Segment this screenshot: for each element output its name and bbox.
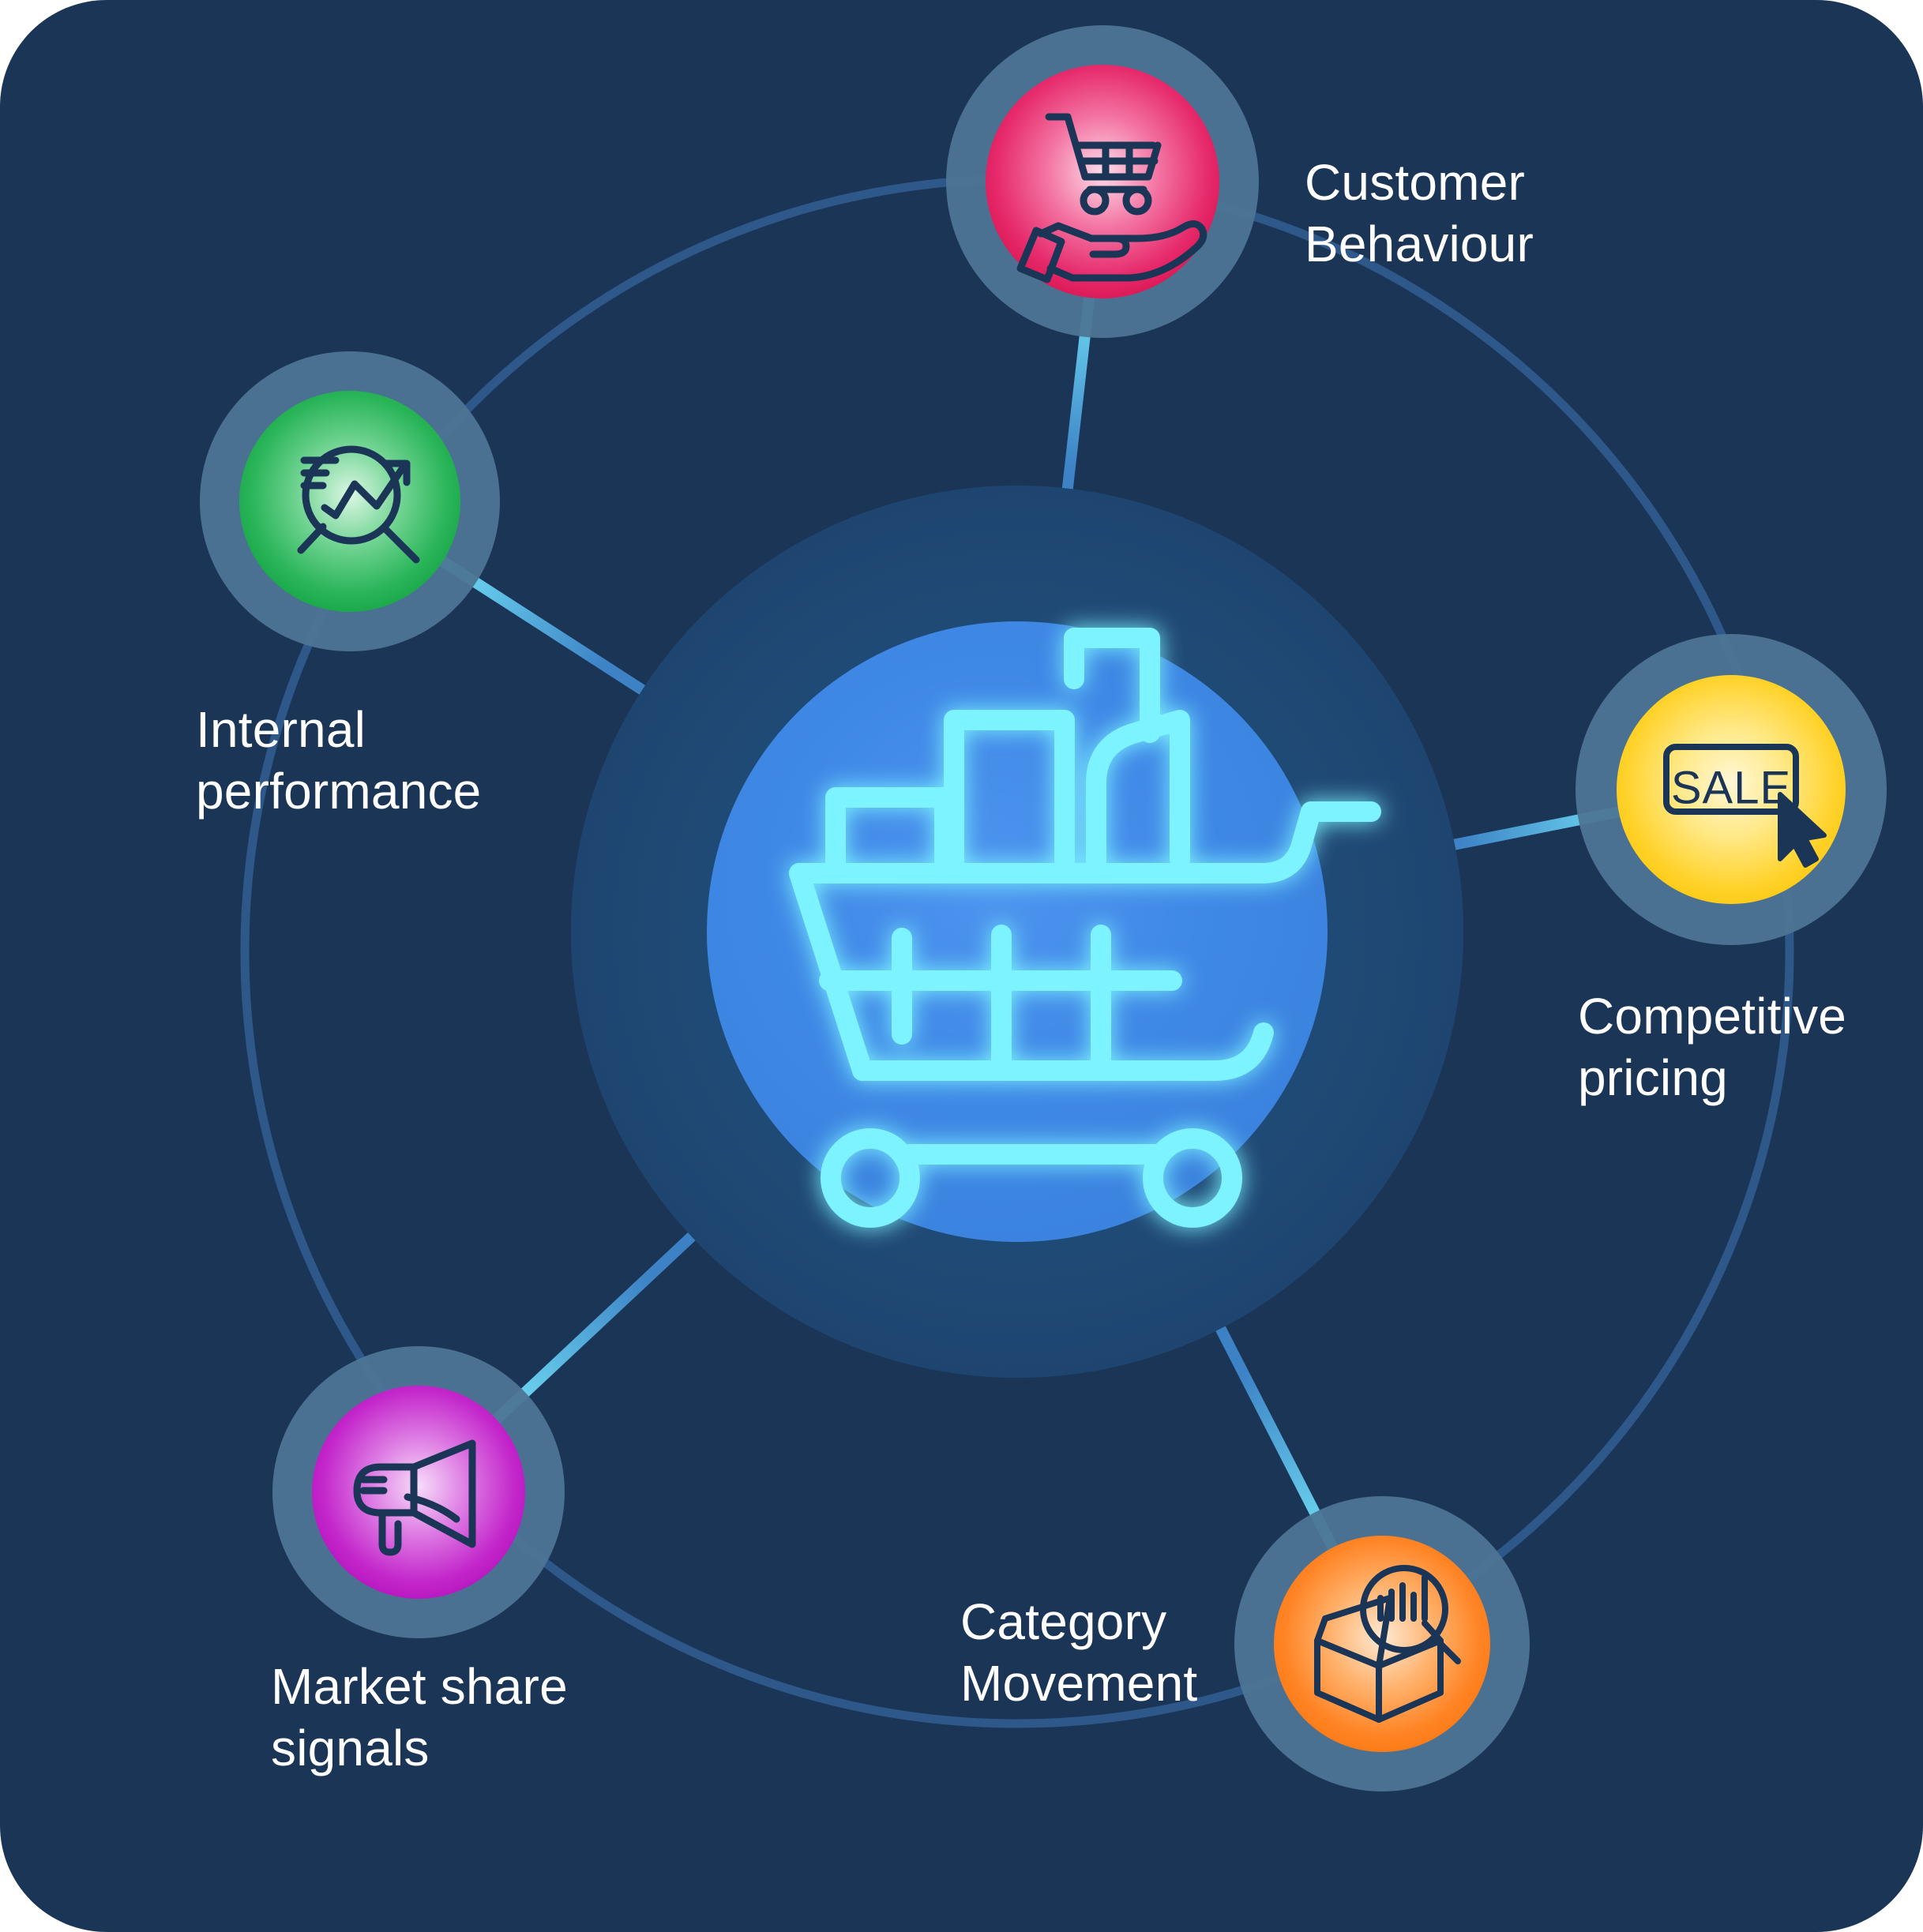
megaphone-icon — [353, 1439, 476, 1556]
box-analytics-icon — [1314, 1565, 1461, 1723]
center-node-shopping-cart-hub[interactable] — [571, 486, 1463, 1378]
market-share-signals-core — [312, 1386, 525, 1599]
sale-tag-cursor-icon: SALE — [1663, 744, 1827, 868]
shopping-cart-icon — [789, 628, 1381, 1228]
node-market-share-signals[interactable] — [272, 1346, 565, 1638]
node-internal-performance[interactable] — [200, 351, 500, 651]
node-customer-behaviour[interactable] — [946, 25, 1259, 338]
magnifier-trend-icon — [297, 445, 420, 564]
cart-in-hand-icon — [1016, 113, 1208, 283]
sale-badge-text: SALE — [1671, 762, 1791, 813]
customer-behaviour-core — [986, 65, 1219, 298]
node-competitive-pricing[interactable]: SALE — [1576, 634, 1887, 945]
node-category-movement[interactable] — [1234, 1496, 1530, 1791]
internal-performance-core — [239, 391, 460, 612]
